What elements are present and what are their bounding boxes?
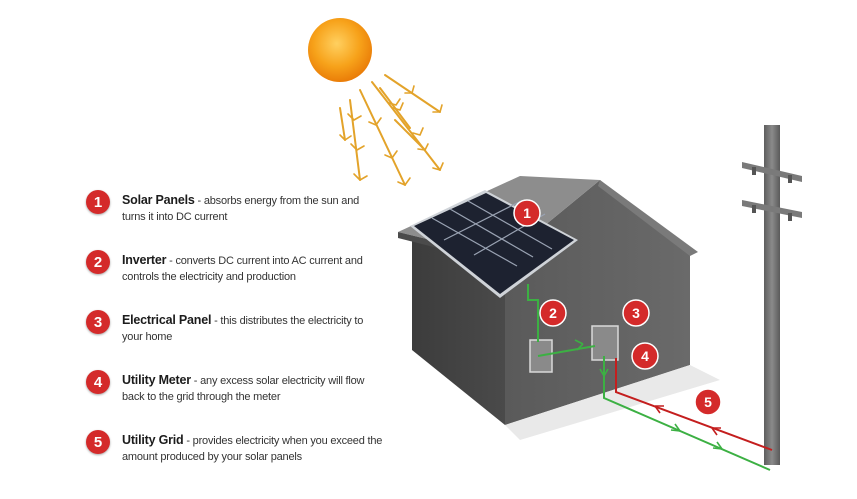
marker-5: 5 bbox=[694, 388, 722, 416]
electrical-panel-box bbox=[591, 325, 619, 361]
legend-number-badge: 1 bbox=[86, 190, 110, 214]
legend-text: Inverter - converts DC current into AC c… bbox=[122, 252, 384, 285]
legend-description: - this distributes the electricity to yo… bbox=[122, 315, 364, 343]
utility-pole-icon bbox=[742, 125, 802, 465]
legend-item-utility-meter: 4 Utility Meter - any excess solar elect… bbox=[86, 370, 386, 414]
marker-1: 1 bbox=[513, 199, 541, 227]
legend-number-badge: 2 bbox=[86, 250, 110, 274]
legend-title: Utility Meter bbox=[122, 373, 191, 387]
ac-wiring bbox=[615, 358, 773, 451]
legend-text: Utility Meter - any excess solar electri… bbox=[122, 372, 384, 405]
legend-text: Utility Grid - provides electricity when… bbox=[122, 432, 384, 465]
marker-2-label: 2 bbox=[549, 305, 557, 321]
marker-5-label: 5 bbox=[704, 394, 712, 410]
legend-text: Electrical Panel - this distributes the … bbox=[122, 312, 384, 345]
marker-2: 2 bbox=[539, 299, 567, 327]
legend-description: - any excess solar electricity will flow… bbox=[122, 375, 365, 403]
legend-title: Solar Panels bbox=[122, 193, 195, 207]
legend-description: - absorbs energy from the sun and turns … bbox=[122, 195, 360, 223]
legend-description: - provides electricity when you exceed t… bbox=[122, 435, 383, 463]
legend-item-utility-grid: 5 Utility Grid - provides electricity wh… bbox=[86, 430, 386, 474]
sun-rays bbox=[339, 74, 444, 186]
legend-item-solar-panels: 1 Solar Panels - absorbs energy from the… bbox=[86, 190, 386, 234]
legend-number-badge: 4 bbox=[86, 370, 110, 394]
legend-description: - converts DC current into AC current an… bbox=[122, 255, 363, 283]
legend-item-electrical-panel: 3 Electrical Panel - this distributes th… bbox=[86, 310, 386, 354]
marker-4-label: 4 bbox=[641, 348, 649, 364]
legend-text: Solar Panels - absorbs energy from the s… bbox=[122, 192, 384, 225]
dc-wiring bbox=[527, 284, 771, 471]
legend-number-badge: 5 bbox=[86, 430, 110, 454]
wire-arrows bbox=[574, 339, 723, 450]
legend-number-badge: 3 bbox=[86, 310, 110, 334]
legend-title: Electrical Panel bbox=[122, 313, 212, 327]
marker-3: 3 bbox=[622, 299, 650, 327]
marker-1-label: 1 bbox=[523, 205, 531, 221]
legend-title: Inverter bbox=[122, 253, 167, 267]
marker-3-label: 3 bbox=[632, 305, 640, 321]
sun-icon bbox=[308, 18, 372, 82]
legend-title: Utility Grid bbox=[122, 433, 184, 447]
marker-4: 4 bbox=[631, 342, 659, 370]
legend-item-inverter: 2 Inverter - converts DC current into AC… bbox=[86, 250, 386, 294]
